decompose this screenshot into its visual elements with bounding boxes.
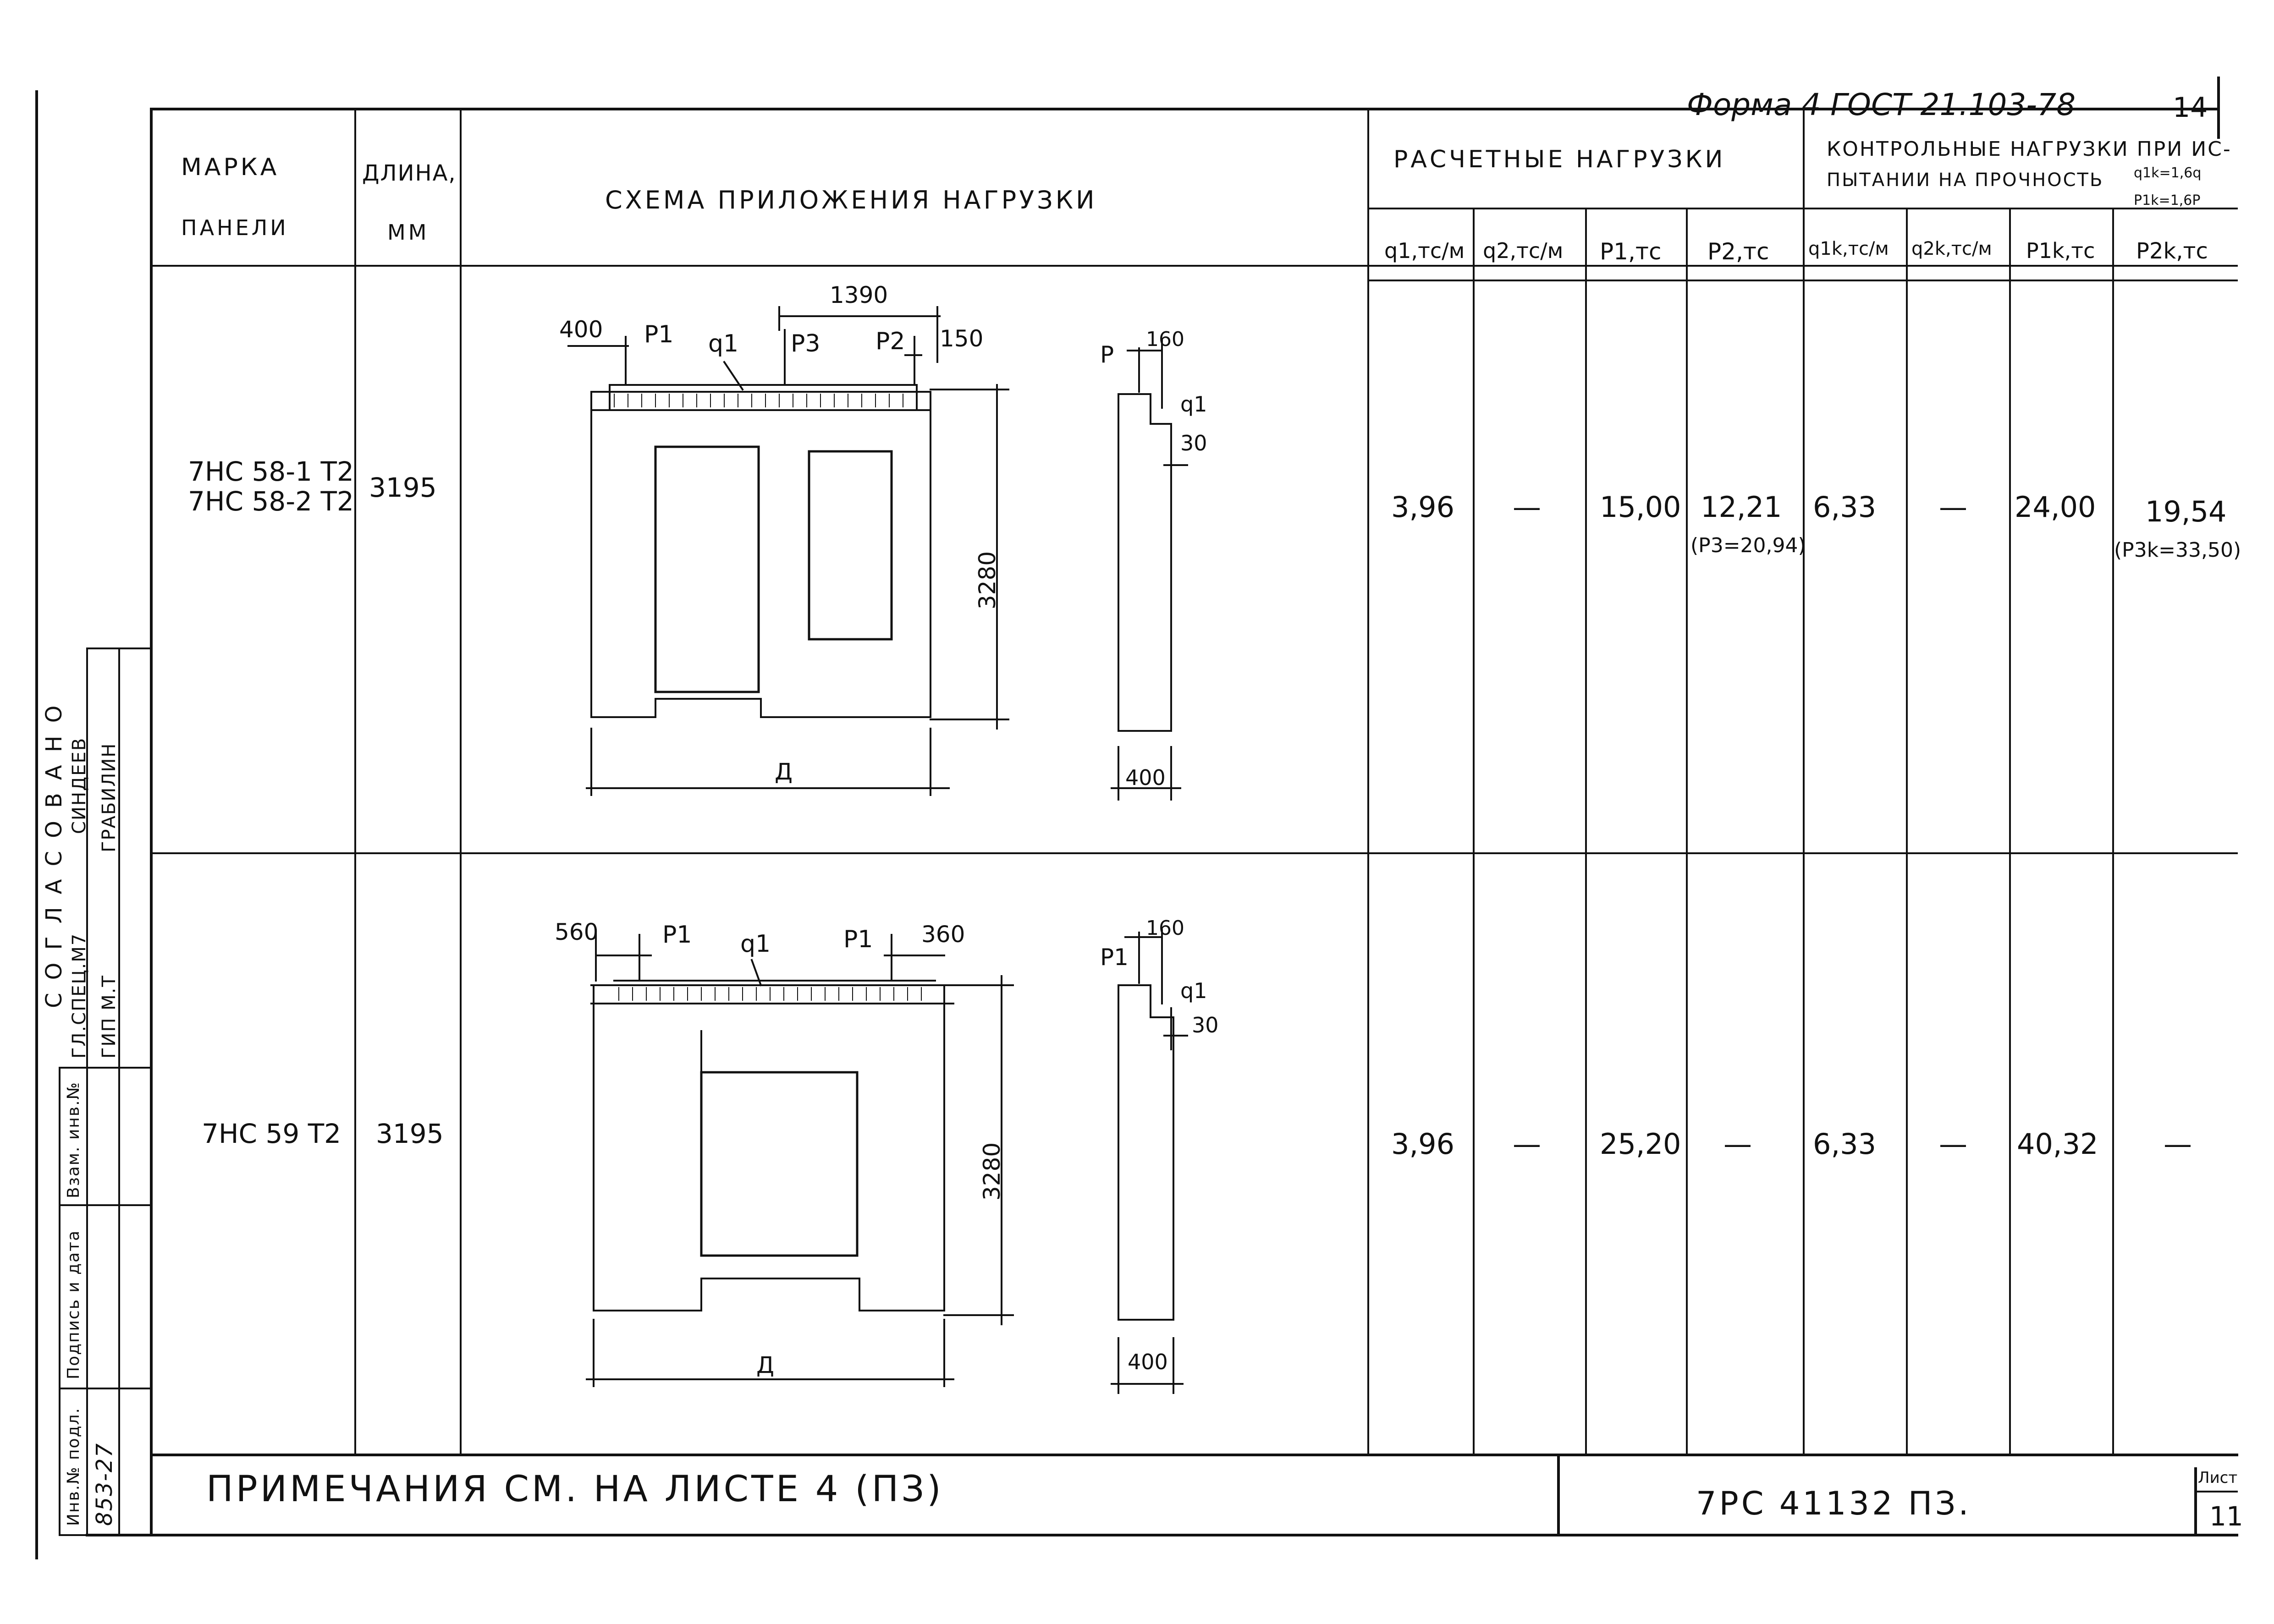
form-reference: Форма 4 ГОСТ 21.103-78 — [1687, 87, 2076, 122]
scheme1-section-400: 400 — [1125, 765, 1166, 790]
row1-p2-note: (P3=20,94) — [1690, 534, 1806, 557]
row1-mark-1: 7НС 58-1 Т2 — [188, 456, 354, 487]
header-control-formula1: q1k=1,6q — [2134, 165, 2202, 181]
scheme2-section-p1: P1 — [1100, 944, 1129, 971]
sidebar-field-signature-date: Подпись и дата — [64, 1229, 83, 1379]
scheme2-section-30: 30 — [1192, 1013, 1219, 1037]
row1-p2k: 19,54 — [2145, 495, 2227, 528]
col-p1k: P1k,тс — [2026, 238, 2095, 263]
scheme1-section-p: P — [1100, 341, 1114, 368]
scheme2-label-p1-right: P1 — [843, 926, 873, 953]
row1-p2k-note: (P3k=33,50) — [2114, 538, 2241, 562]
row2-p1: 25,20 — [1600, 1127, 1681, 1161]
scheme1-label-p2: P2 — [875, 328, 905, 355]
header-mark-line1: МАРКА — [181, 154, 280, 181]
scheme1-dim-1390: 1390 — [830, 282, 888, 308]
row2-q1: 3,96 — [1391, 1127, 1455, 1161]
row1-q1k: 6,33 — [1813, 490, 1877, 524]
sidebar-role-1: ГЛ.СПЕЦ.М7 — [69, 933, 90, 1059]
page-number: 14 — [2173, 92, 2208, 124]
scheme2-section-400: 400 — [1128, 1350, 1168, 1374]
sidebar-inv-value: 853-27 — [92, 1442, 117, 1526]
col-q2: q2,тс/м — [1483, 238, 1564, 263]
footer-sheet-label: Лист — [2198, 1469, 2238, 1487]
header-length-line1: ДЛИНА, — [362, 160, 457, 186]
row2-q2k: — — [1939, 1127, 1967, 1161]
footer-note: ПРИМЕЧАНИЯ СМ. НА ЛИСТЕ 4 (ПЗ) — [206, 1469, 944, 1510]
row2-p2k: — — [2164, 1127, 2192, 1161]
sidebar-name-2: ГРАБИЛИН — [99, 742, 120, 852]
row2-p2: — — [1723, 1127, 1752, 1161]
row1-q2: — — [1513, 490, 1541, 524]
header-control-formula2: P1k=1,6P — [2134, 192, 2201, 208]
scheme1-section-q1: q1 — [1180, 392, 1207, 417]
header-design-loads: РАСЧЕТНЫЕ НАГРУЗКИ — [1393, 146, 1726, 173]
scheme1-dim-length: Д — [775, 758, 793, 785]
row2-mark-1: 7НС 59 Т2 — [202, 1118, 341, 1149]
row1-q1: 3,96 — [1391, 490, 1455, 524]
row1-q2k: — — [1939, 490, 1967, 524]
header-control-line2: ПЫТАНИИ НА ПРОЧНОСТЬ — [1827, 170, 2104, 191]
row1-p2: 12,21 — [1701, 490, 1782, 524]
scheme1-label-q1: q1 — [708, 330, 739, 357]
scheme2-section-q1: q1 — [1180, 978, 1207, 1003]
scheme2-label-q1: q1 — [740, 930, 771, 958]
col-p2k: P2k,тс — [2136, 238, 2208, 264]
row2-length: 3195 — [376, 1118, 444, 1149]
col-p1: P1,тс — [1600, 238, 1662, 265]
scheme2-dim-360: 360 — [921, 921, 965, 948]
col-q2k: q2k,тс/м — [1911, 238, 1992, 259]
footer-doc-code: 7РС 41132 ПЗ. — [1696, 1485, 1971, 1522]
scheme1-dim-400: 400 — [559, 316, 603, 343]
sidebar-field-replaced-inv: Взам. инв.№ — [64, 1081, 83, 1198]
scheme1-dim-150: 150 — [940, 325, 984, 352]
sidebar-agreed: СОГЛАСОВАНО — [41, 692, 67, 1008]
scheme2-panel — [586, 929, 1188, 1394]
col-p2: P2,тс — [1707, 238, 1769, 265]
row2-p1k: 40,32 — [2017, 1127, 2098, 1161]
row2-q1k: 6,33 — [1813, 1127, 1877, 1161]
scheme2-dim-length: Д — [756, 1352, 775, 1378]
row2-q2: — — [1513, 1127, 1541, 1161]
scheme1-label-p1: P1 — [644, 321, 674, 348]
scheme1-section-30: 30 — [1180, 431, 1207, 455]
header-scheme: СХЕМА ПРИЛОЖЕНИЯ НАГРУЗКИ — [605, 186, 1097, 214]
scheme2-dim-3280: 3280 — [979, 1142, 1005, 1201]
scheme1-label-p3: P3 — [791, 330, 820, 357]
row1-length: 3195 — [369, 472, 437, 503]
scheme1-section-160: 160 — [1146, 328, 1184, 351]
sidebar-field-inv-original: Инв.№ подл. — [64, 1407, 83, 1526]
col-q1: q1,тс/м — [1384, 238, 1465, 263]
col-q1k: q1k,тс/м — [1808, 238, 1889, 259]
row1-p1: 15,00 — [1600, 490, 1681, 524]
scheme2-section-160: 160 — [1146, 916, 1184, 940]
scheme2-dim-560: 560 — [555, 919, 599, 945]
scheme1-panel — [567, 306, 1188, 801]
sidebar-name-1: СИНДЕЕВ — [69, 737, 90, 834]
row1-mark-2: 7НС 58-2 Т2 — [188, 486, 354, 517]
row1-p1k: 24,00 — [2015, 490, 2096, 524]
scheme2-label-p1-left: P1 — [662, 921, 692, 949]
header-length-line2: ММ — [387, 220, 429, 245]
header-mark-line2: ПАНЕЛИ — [181, 215, 289, 240]
header-control-line1: КОНТРОЛЬНЫЕ НАГРУЗКИ ПРИ ИС- — [1827, 137, 2232, 161]
footer-sheet-number: 11 — [2209, 1501, 2243, 1532]
scheme1-dim-3280: 3280 — [974, 551, 1001, 609]
sidebar-role-2: ГИП М.Т — [99, 975, 120, 1059]
